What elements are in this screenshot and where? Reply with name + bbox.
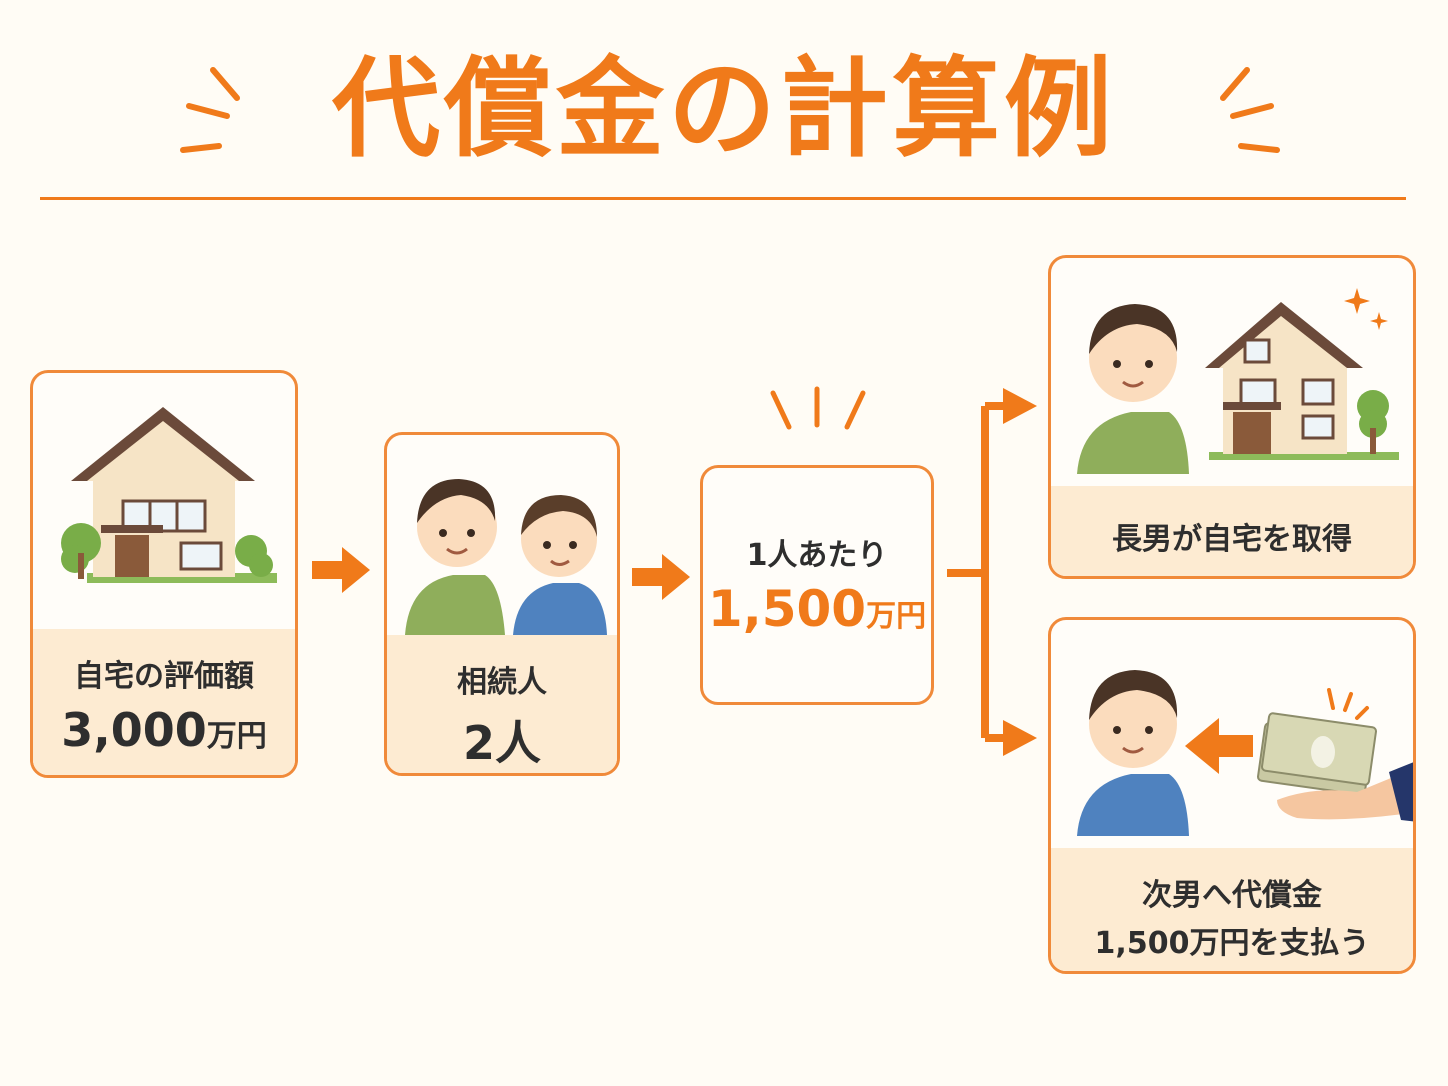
per-person-amount: 1,500万円 — [707, 580, 927, 638]
home-value-label: 自宅の評価額 — [74, 659, 254, 694]
arrow-right-icon — [632, 554, 690, 600]
eldest-outcome-label: 長男が自宅を取得 — [1112, 522, 1352, 557]
second-outcome-line1: 次男へ代償金 — [1142, 878, 1322, 913]
second-outcome-card: 次男へ代償金 1,500万円を支払う — [1048, 617, 1416, 974]
house-icon — [61, 407, 277, 583]
eldest-with-house-icon — [1077, 302, 1399, 474]
title-accent-right-icon — [1220, 67, 1280, 153]
per-person-label: 1人あたり — [746, 538, 888, 573]
title-divider — [40, 197, 1406, 200]
home-value-card: 自宅の評価額 3,000万円 — [30, 370, 298, 778]
heirs-label: 相続人 — [457, 665, 547, 700]
sparkle-icon — [1344, 288, 1388, 330]
second-outcome-line2: 1,500万円を支払う — [1094, 926, 1370, 961]
arrow-left-icon — [1185, 718, 1253, 774]
arrow-right-icon — [312, 547, 370, 593]
second-son-person-icon — [1077, 670, 1189, 836]
title-accent-left-icon — [180, 67, 240, 153]
heirs-persons-icon — [405, 479, 607, 635]
per-person-card: 1人あたり 1,500万円 — [700, 465, 934, 705]
page-title: 代償金の計算例 — [331, 47, 1116, 172]
branch-connector — [947, 388, 1037, 756]
heirs-count: 2人 — [462, 716, 541, 770]
eldest-outcome-card: 長男が自宅を取得 — [1048, 255, 1416, 579]
heirs-card: 相続人 2人 — [384, 432, 620, 776]
home-value-amount: 3,000万円 — [61, 703, 267, 757]
money-icon — [1257, 688, 1413, 822]
sparkle-icon — [770, 386, 866, 430]
